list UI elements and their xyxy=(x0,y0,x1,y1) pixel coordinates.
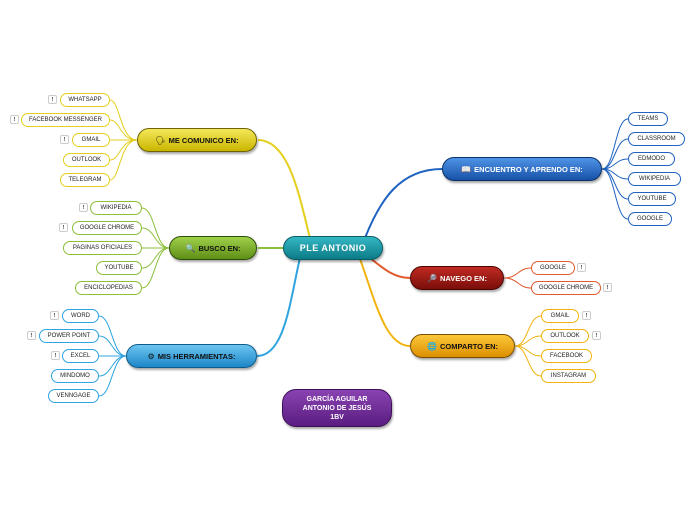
note-icon[interactable]: ! xyxy=(582,311,591,320)
leaf-encuentro-teams[interactable]: TEAMS xyxy=(628,112,668,126)
leaf-herramientas-power-point[interactable]: POWER POINT xyxy=(39,329,99,343)
leaf-comparto-gmail[interactable]: GMAIL xyxy=(541,309,579,323)
leaf-busco-google-chrome[interactable]: GOOGLE CHROME xyxy=(72,221,142,235)
author-box[interactable]: GARCÍA AGUILAR ANTONIO DE JESÚS 1BV xyxy=(282,389,392,427)
leaf-comparto-instagram[interactable]: INSTAGRAM xyxy=(541,369,596,383)
people-talking-icon: 🗣 xyxy=(155,135,166,145)
leaf-comunico-telegram[interactable]: TELEGRAM xyxy=(60,173,110,187)
link-central-comparto xyxy=(359,258,411,347)
leaf-busco-enciclopedias[interactable]: ENCICLOPEDIAS xyxy=(75,281,142,295)
leaf-encuentro-google[interactable]: GOOGLE xyxy=(628,212,672,226)
link-central-herramientas xyxy=(256,257,301,357)
topic-mis-herramientas-label: MIS HERRAMIENTAS: xyxy=(157,351,236,361)
note-icon[interactable]: ! xyxy=(51,351,60,360)
topic-comparto-label: COMPARTO EN: xyxy=(439,341,499,351)
link-central-encuentro xyxy=(364,168,443,239)
note-icon[interactable]: ! xyxy=(603,283,612,292)
central-topic-label: PLE ANTONIO xyxy=(299,243,367,253)
magnifier-icon: 🔍 xyxy=(185,243,196,253)
leaf-encuentro-classroom[interactable]: CLASSROOM xyxy=(628,132,685,146)
author-name-line-1: GARCÍA AGUILAR xyxy=(306,395,368,403)
leaf-comunico-gmail[interactable]: GMAIL xyxy=(72,133,110,147)
link-central-comunico xyxy=(257,139,311,239)
topic-comparto[interactable]: 🌐 COMPARTO EN: xyxy=(410,334,515,358)
open-book-icon: 📖 xyxy=(461,164,472,174)
links-navego xyxy=(503,267,532,289)
topic-navego[interactable]: 🔎 NAVEGO EN: xyxy=(410,266,504,290)
note-icon[interactable]: ! xyxy=(59,223,68,232)
note-icon[interactable]: ! xyxy=(10,115,19,124)
leaf-comunico-facebook-messenger[interactable]: FACEBOOK MESSENGER xyxy=(21,113,110,127)
note-icon[interactable]: ! xyxy=(592,331,601,340)
leaf-navego-google[interactable]: GOOGLE xyxy=(531,261,575,275)
leaf-busco-paginas-oficiales[interactable]: PAGINAS OFICIALES xyxy=(63,241,142,255)
globe-icon: 🌐 xyxy=(426,341,437,351)
leaf-comunico-whatsapp[interactable]: WHATSAPP xyxy=(60,93,110,107)
links-comunico xyxy=(109,99,138,181)
topic-encuentro-label: ENCUENTRO Y APRENDO EN: xyxy=(474,164,583,174)
leaf-encuentro-wikipedia[interactable]: WIKIPEDIA xyxy=(628,172,681,186)
topic-busco[interactable]: 🔍 BUSCO EN: xyxy=(169,236,257,260)
leaf-busco-youtube[interactable]: YOUTUBE xyxy=(96,261,142,275)
links-encuentro xyxy=(601,118,629,220)
leaf-comunico-outlook[interactable]: OUTLOOK xyxy=(63,153,110,167)
central-topic[interactable]: PLE ANTONIO xyxy=(283,236,383,260)
links-busco xyxy=(141,207,170,289)
topic-mis-herramientas[interactable]: ⚙ MIS HERRAMIENTAS: xyxy=(126,344,257,368)
leaf-comparto-facebook[interactable]: FACEBOOK xyxy=(541,349,592,363)
note-icon[interactable]: ! xyxy=(79,203,88,212)
note-icon[interactable]: ! xyxy=(27,331,36,340)
author-group: 1BV xyxy=(330,413,344,421)
topic-navego-label: NAVEGO EN: xyxy=(440,273,487,283)
note-icon[interactable]: ! xyxy=(48,95,57,104)
note-icon[interactable]: ! xyxy=(50,311,59,320)
leaf-herramientas-mindomo[interactable]: MINDOMO xyxy=(51,369,99,383)
leaf-encuentro-edmodo[interactable]: EDMODO xyxy=(628,152,675,166)
author-name-line-2: ANTONIO DE JESÚS xyxy=(302,404,372,412)
leaf-comparto-outlook[interactable]: OUTLOOK xyxy=(541,329,589,343)
leaf-navego-google-chrome[interactable]: GOOGLE CHROME xyxy=(531,281,601,295)
globe-magnifier-icon: 🔎 xyxy=(427,273,437,283)
leaf-herramientas-word[interactable]: WORD xyxy=(62,309,99,323)
link-central-navego xyxy=(369,257,411,279)
topic-busco-label: BUSCO EN: xyxy=(198,243,241,253)
gears-icon: ⚙ xyxy=(147,351,155,361)
leaf-busco-wikipedia[interactable]: WIKIPEDIA xyxy=(90,201,142,215)
topic-me-comunico[interactable]: 🗣 ME COMUNICO EN: xyxy=(137,128,257,152)
note-icon[interactable]: ! xyxy=(577,263,586,272)
links-herramientas xyxy=(98,315,127,397)
topic-encuentro-y-aprendo[interactable]: 📖 ENCUENTRO Y APRENDO EN: xyxy=(442,157,602,181)
leaf-encuentro-youtube[interactable]: YOUTUBE xyxy=(628,192,676,206)
links-comparto xyxy=(514,315,542,377)
note-icon[interactable]: ! xyxy=(60,135,69,144)
leaf-herramientas-venngage[interactable]: VENNGAGE xyxy=(48,389,99,403)
topic-me-comunico-label: ME COMUNICO EN: xyxy=(168,135,239,145)
leaf-herramientas-excel[interactable]: EXCEL xyxy=(62,349,99,363)
